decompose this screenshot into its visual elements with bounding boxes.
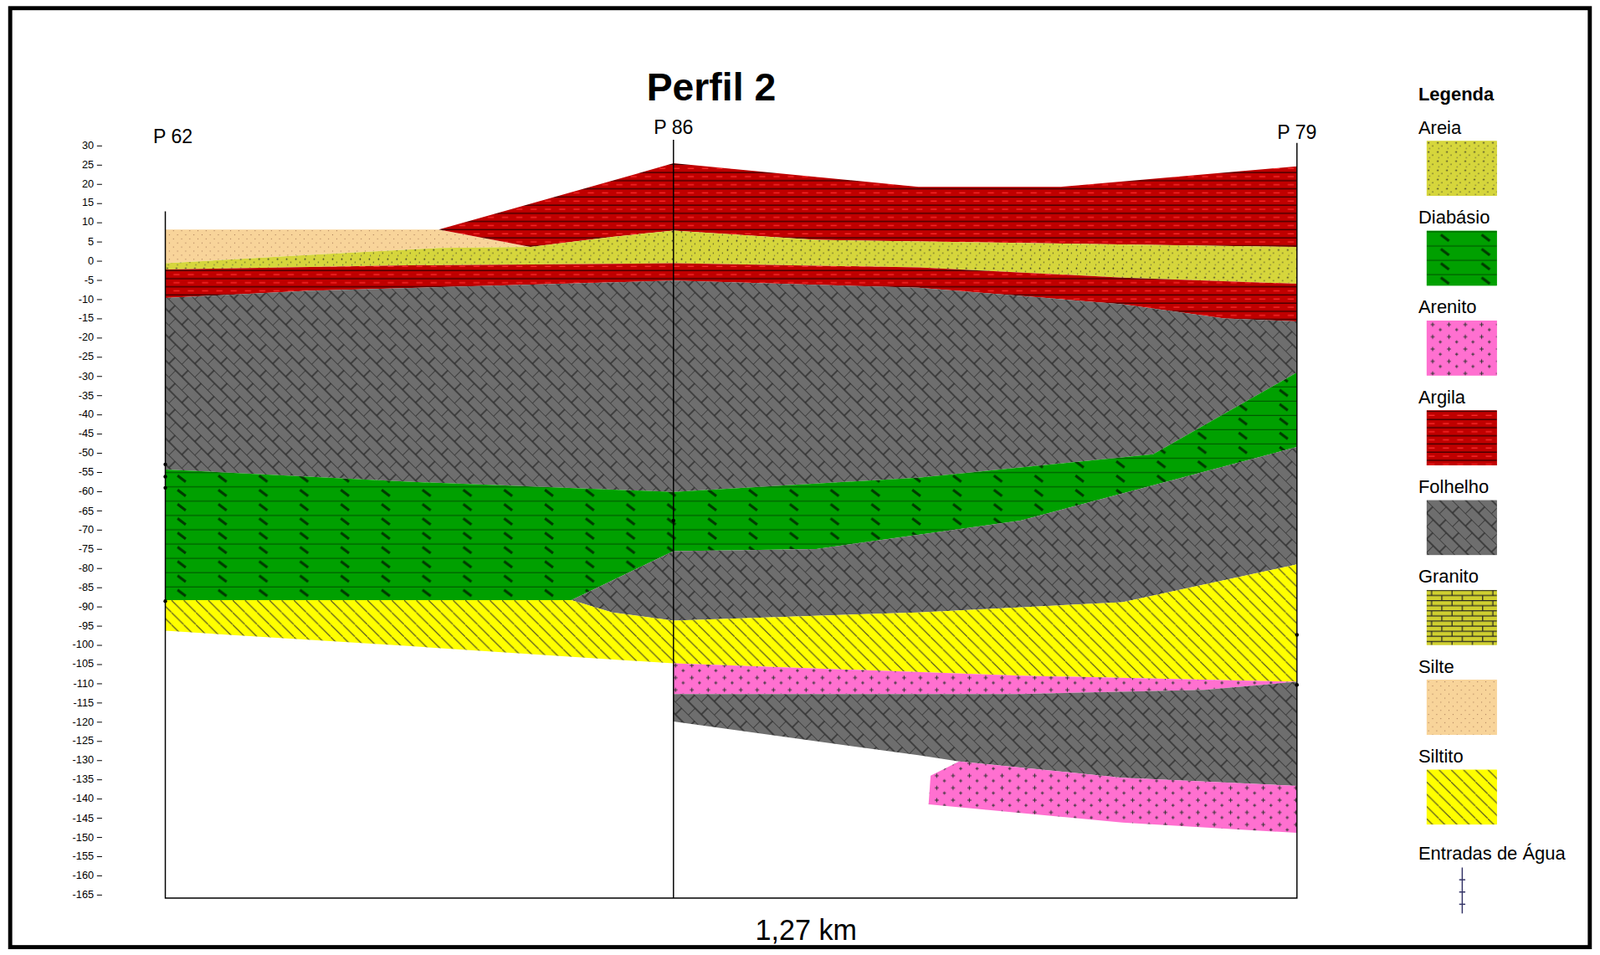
legend-swatch <box>1426 230 1498 287</box>
legend-label: Siltito <box>1418 745 1464 768</box>
depth-value: -95 <box>78 619 95 632</box>
depth-value: -50 <box>78 446 95 459</box>
depth-value: -75 <box>78 542 95 555</box>
depth-value: -60 <box>78 484 95 498</box>
depth-value: -40 <box>78 407 95 421</box>
distance-label: 1,27 km <box>755 914 857 948</box>
legend-label: Granito <box>1418 565 1479 588</box>
legend-swatch <box>1426 320 1498 376</box>
depth-value: -25 <box>78 349 95 363</box>
depth-value: -20 <box>78 330 95 344</box>
depth-value: 0 <box>87 254 94 267</box>
well-label: P 62 <box>153 125 193 149</box>
legend-label: Diabásio <box>1418 206 1490 229</box>
depth-value: -15 <box>78 311 95 324</box>
depth-value: -110 <box>72 676 94 689</box>
depth-value: -80 <box>78 561 95 575</box>
depth-value: -135 <box>72 772 95 785</box>
legend-label: Entradas de Água <box>1418 842 1566 865</box>
legend-swatch <box>1426 589 1498 646</box>
depth-value: -100 <box>72 637 95 651</box>
well-label: P 79 <box>1276 121 1317 144</box>
depth-value: -70 <box>78 523 95 536</box>
depth-value: -150 <box>72 830 95 843</box>
depth-value: -45 <box>78 426 95 440</box>
legend-swatch <box>1426 500 1498 556</box>
legend-label: Areia <box>1418 117 1462 139</box>
depth-value: -35 <box>78 388 95 401</box>
legend-title: Legenda <box>1418 82 1494 105</box>
depth-value: -125 <box>72 733 95 747</box>
depth-value: 30 <box>82 138 94 152</box>
legend-swatch <box>1426 410 1498 466</box>
depth-value: -65 <box>78 503 95 517</box>
depth-value: 20 <box>82 177 94 190</box>
legend-label: Argila <box>1418 386 1466 409</box>
depth-value: -10 <box>78 292 95 305</box>
depth-value: -140 <box>72 791 95 805</box>
profile-title: Perfil 2 <box>646 64 777 108</box>
depth-value: -160 <box>72 868 95 882</box>
legend-label: Arenito <box>1418 296 1477 318</box>
depth-value: -90 <box>78 600 95 613</box>
depth-value: -155 <box>72 849 95 862</box>
depth-value: -55 <box>78 465 95 478</box>
depth-value: -85 <box>78 580 95 594</box>
depth-value: -120 <box>72 714 95 728</box>
well-label: P 86 <box>653 116 693 139</box>
legend-swatch <box>1426 769 1498 825</box>
legend-swatch <box>1426 679 1498 735</box>
depth-value: 25 <box>82 158 94 171</box>
depth-value: 10 <box>82 215 94 229</box>
depth-value: -5 <box>84 272 94 286</box>
legend-label: Silte <box>1418 655 1455 677</box>
depth-value: -145 <box>72 810 95 824</box>
depth-value: -30 <box>78 369 95 382</box>
depth-value: -105 <box>72 656 95 670</box>
depth-value: 5 <box>87 235 94 248</box>
depth-value: -115 <box>72 695 94 708</box>
depth-value: -130 <box>72 753 95 766</box>
legend-swatch <box>1426 140 1498 196</box>
depth-value: -165 <box>72 887 95 901</box>
depth-value: 15 <box>82 196 94 210</box>
legend-label: Folhelho <box>1418 476 1489 498</box>
